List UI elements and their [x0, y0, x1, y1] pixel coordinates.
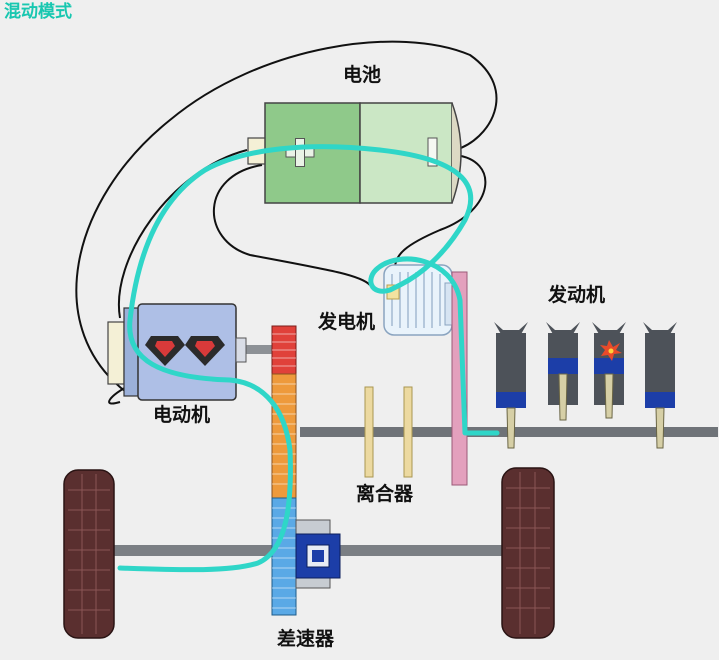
energy-flow-path — [117, 144, 500, 573]
clutch-label: 离合器 — [356, 483, 414, 505]
motor-battery-wire — [117, 149, 248, 319]
clutch — [364, 386, 413, 478]
motor-end-cap — [107, 321, 125, 385]
final-drive-gear — [271, 497, 297, 616]
cylinder-1 — [494, 322, 528, 449]
battery-cap — [451, 102, 462, 204]
cylinder-4 — [643, 322, 677, 449]
battery-label: 电池 — [343, 64, 382, 86]
differential-label: 差速器 — [277, 628, 335, 650]
motor-shaft — [236, 345, 274, 354]
spark-icon — [600, 340, 622, 361]
magnet-right-icon — [185, 336, 225, 366]
differential-pinion — [312, 550, 324, 562]
mode-title: 混动模式 — [4, 2, 72, 22]
generator-label: 发电机 — [318, 311, 376, 333]
minus-icon — [427, 137, 438, 167]
electric-wires — [75, 40, 498, 405]
battery — [247, 102, 462, 204]
differential — [295, 519, 341, 589]
gear-stack — [271, 325, 297, 616]
clutch-plate-left — [364, 386, 374, 478]
clutch-plate-right — [403, 386, 413, 478]
cylinder-2 — [546, 322, 580, 421]
outer-wire — [75, 40, 498, 396]
engine-label: 发动机 — [548, 284, 606, 306]
motor-label: 电动机 — [153, 404, 211, 426]
generator-battery-wire-b — [394, 154, 487, 269]
cylinder-3 — [592, 322, 626, 419]
magnet-left-icon — [145, 336, 185, 366]
generator-battery-wire-a — [213, 164, 371, 286]
wheel-left — [63, 469, 115, 639]
wheel-right — [501, 467, 555, 639]
electric-motor — [107, 303, 247, 401]
motor-output — [235, 337, 247, 363]
engine — [494, 322, 677, 449]
